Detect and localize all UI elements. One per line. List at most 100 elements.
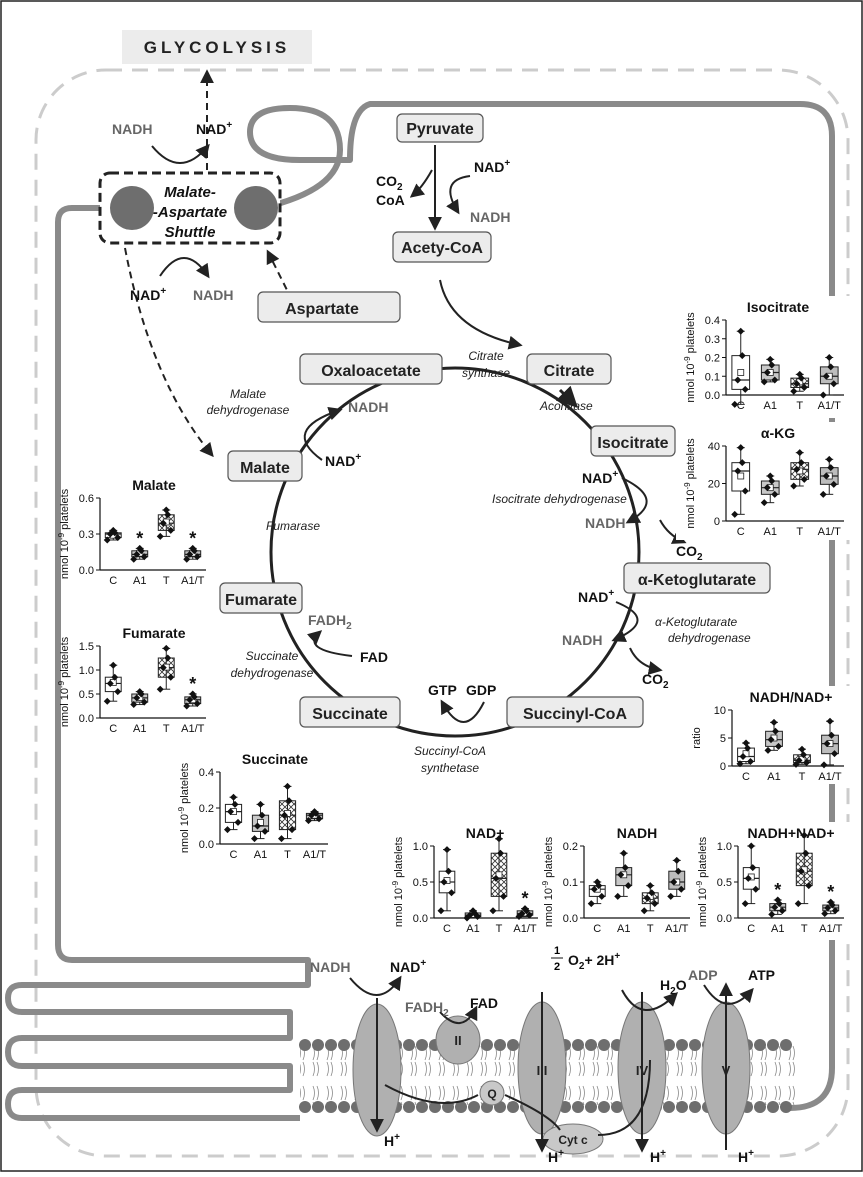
- data-point: [747, 842, 755, 850]
- node-succinyl-coa: Succinyl-CoA: [506, 696, 644, 728]
- glycolysis-label: GLYCOLYSIS: [122, 30, 312, 64]
- y-tick-label: 0.5: [413, 877, 428, 889]
- x-tick-label: T: [796, 526, 803, 538]
- data-point: [284, 782, 291, 790]
- data-point: [624, 882, 632, 890]
- y-tick-label: 1.0: [413, 841, 428, 853]
- data-point: [489, 907, 497, 915]
- data-point: [495, 835, 503, 843]
- data-point: [308, 811, 315, 819]
- mdh-arrow: [303, 406, 343, 461]
- data-point: [445, 867, 452, 875]
- significance-star: *: [136, 528, 143, 548]
- box-t: [794, 831, 813, 908]
- data-point: [822, 472, 830, 480]
- y-tick-label: 10: [714, 705, 726, 717]
- data-point: [744, 874, 752, 882]
- svg-text:Isocitrate: Isocitrate: [597, 435, 668, 452]
- data-point: [190, 547, 198, 555]
- data-point: [590, 885, 598, 893]
- data-point: [190, 693, 198, 701]
- x-tick-label: A1/T: [818, 771, 842, 783]
- data-point: [258, 811, 266, 819]
- y-axis-label: nmol 10-9 platelets: [177, 762, 191, 853]
- data-point: [474, 913, 481, 921]
- data-point: [231, 800, 239, 808]
- data-point: [825, 354, 833, 361]
- significance-star: *: [189, 674, 196, 694]
- svg-text:NAD+: NAD+: [325, 452, 361, 469]
- box-t: [278, 782, 297, 843]
- data-point: [830, 480, 838, 488]
- significance-star: *: [827, 882, 834, 902]
- data-point: [133, 694, 141, 702]
- shuttle-top-cofactors: NADH NAD+: [112, 120, 232, 164]
- box-a1: [760, 355, 780, 386]
- data-point: [797, 374, 805, 382]
- data-point: [800, 751, 807, 759]
- data-point: [828, 901, 836, 909]
- svg-text:Succinyl-CoA: Succinyl-CoA: [523, 706, 627, 723]
- svg-text:CO2: CO2: [676, 543, 703, 563]
- y-tick-label: 0: [714, 516, 720, 528]
- data-point: [621, 864, 629, 872]
- x-tick-label: C: [230, 849, 238, 861]
- data-point: [738, 352, 746, 360]
- data-point: [193, 553, 201, 561]
- data-point: [114, 688, 122, 696]
- node-acetyl-coa: Acety-CoA: [392, 231, 492, 263]
- inner-membrane-left: [5, 205, 311, 1121]
- svg-text:NAD+: NAD+: [474, 158, 510, 175]
- x-tick-label: C: [742, 771, 750, 783]
- x-tick-label: C: [443, 923, 451, 935]
- data-point: [133, 550, 141, 558]
- data-point: [825, 455, 833, 463]
- data-point: [230, 793, 237, 801]
- akgdh-arrow: [611, 601, 639, 642]
- data-point: [827, 464, 835, 472]
- y-tick-label: 0.5: [717, 877, 732, 889]
- x-tick-label: A1/T: [181, 723, 205, 735]
- y-axis-label: nmol 10-9 platelets: [391, 836, 405, 927]
- data-point: [739, 752, 747, 760]
- data-point: [790, 387, 798, 395]
- svg-text:dehydrogenase: dehydrogenase: [668, 631, 751, 645]
- data-point: [767, 736, 775, 744]
- data-point: [797, 867, 805, 875]
- box-t: [790, 449, 810, 490]
- data-point: [443, 846, 451, 854]
- y-tick-label: 0.1: [563, 877, 578, 889]
- data-point: [819, 490, 827, 498]
- data-point: [800, 384, 808, 391]
- data-point: [792, 760, 800, 768]
- svg-text:Cyt c: Cyt c: [558, 1133, 588, 1147]
- data-point: [775, 900, 783, 908]
- box-c: [736, 739, 755, 768]
- data-point: [673, 856, 681, 864]
- y-tick-label: 0.5: [79, 689, 94, 701]
- box-a1: [764, 718, 783, 754]
- chart-title: α-KG: [761, 425, 795, 441]
- svg-text:Acety-CoA: Acety-CoA: [401, 240, 483, 257]
- box-c: [103, 526, 122, 544]
- data-point: [497, 849, 504, 857]
- box-t: [790, 370, 810, 395]
- svg-text:NAD+: NAD+: [582, 469, 618, 486]
- data-point: [768, 910, 776, 918]
- x-tick-label: T: [496, 923, 503, 935]
- svg-text:Malate: Malate: [240, 460, 290, 477]
- y-tick-label: 1.5: [79, 641, 94, 653]
- data-point: [257, 800, 264, 808]
- data-point: [768, 477, 776, 485]
- x-tick-label: A1: [764, 526, 777, 538]
- svg-text:NAD+: NAD+: [578, 588, 614, 605]
- svg-text:NADH: NADH: [562, 632, 602, 648]
- data-point: [130, 701, 138, 709]
- box-c: [587, 878, 606, 908]
